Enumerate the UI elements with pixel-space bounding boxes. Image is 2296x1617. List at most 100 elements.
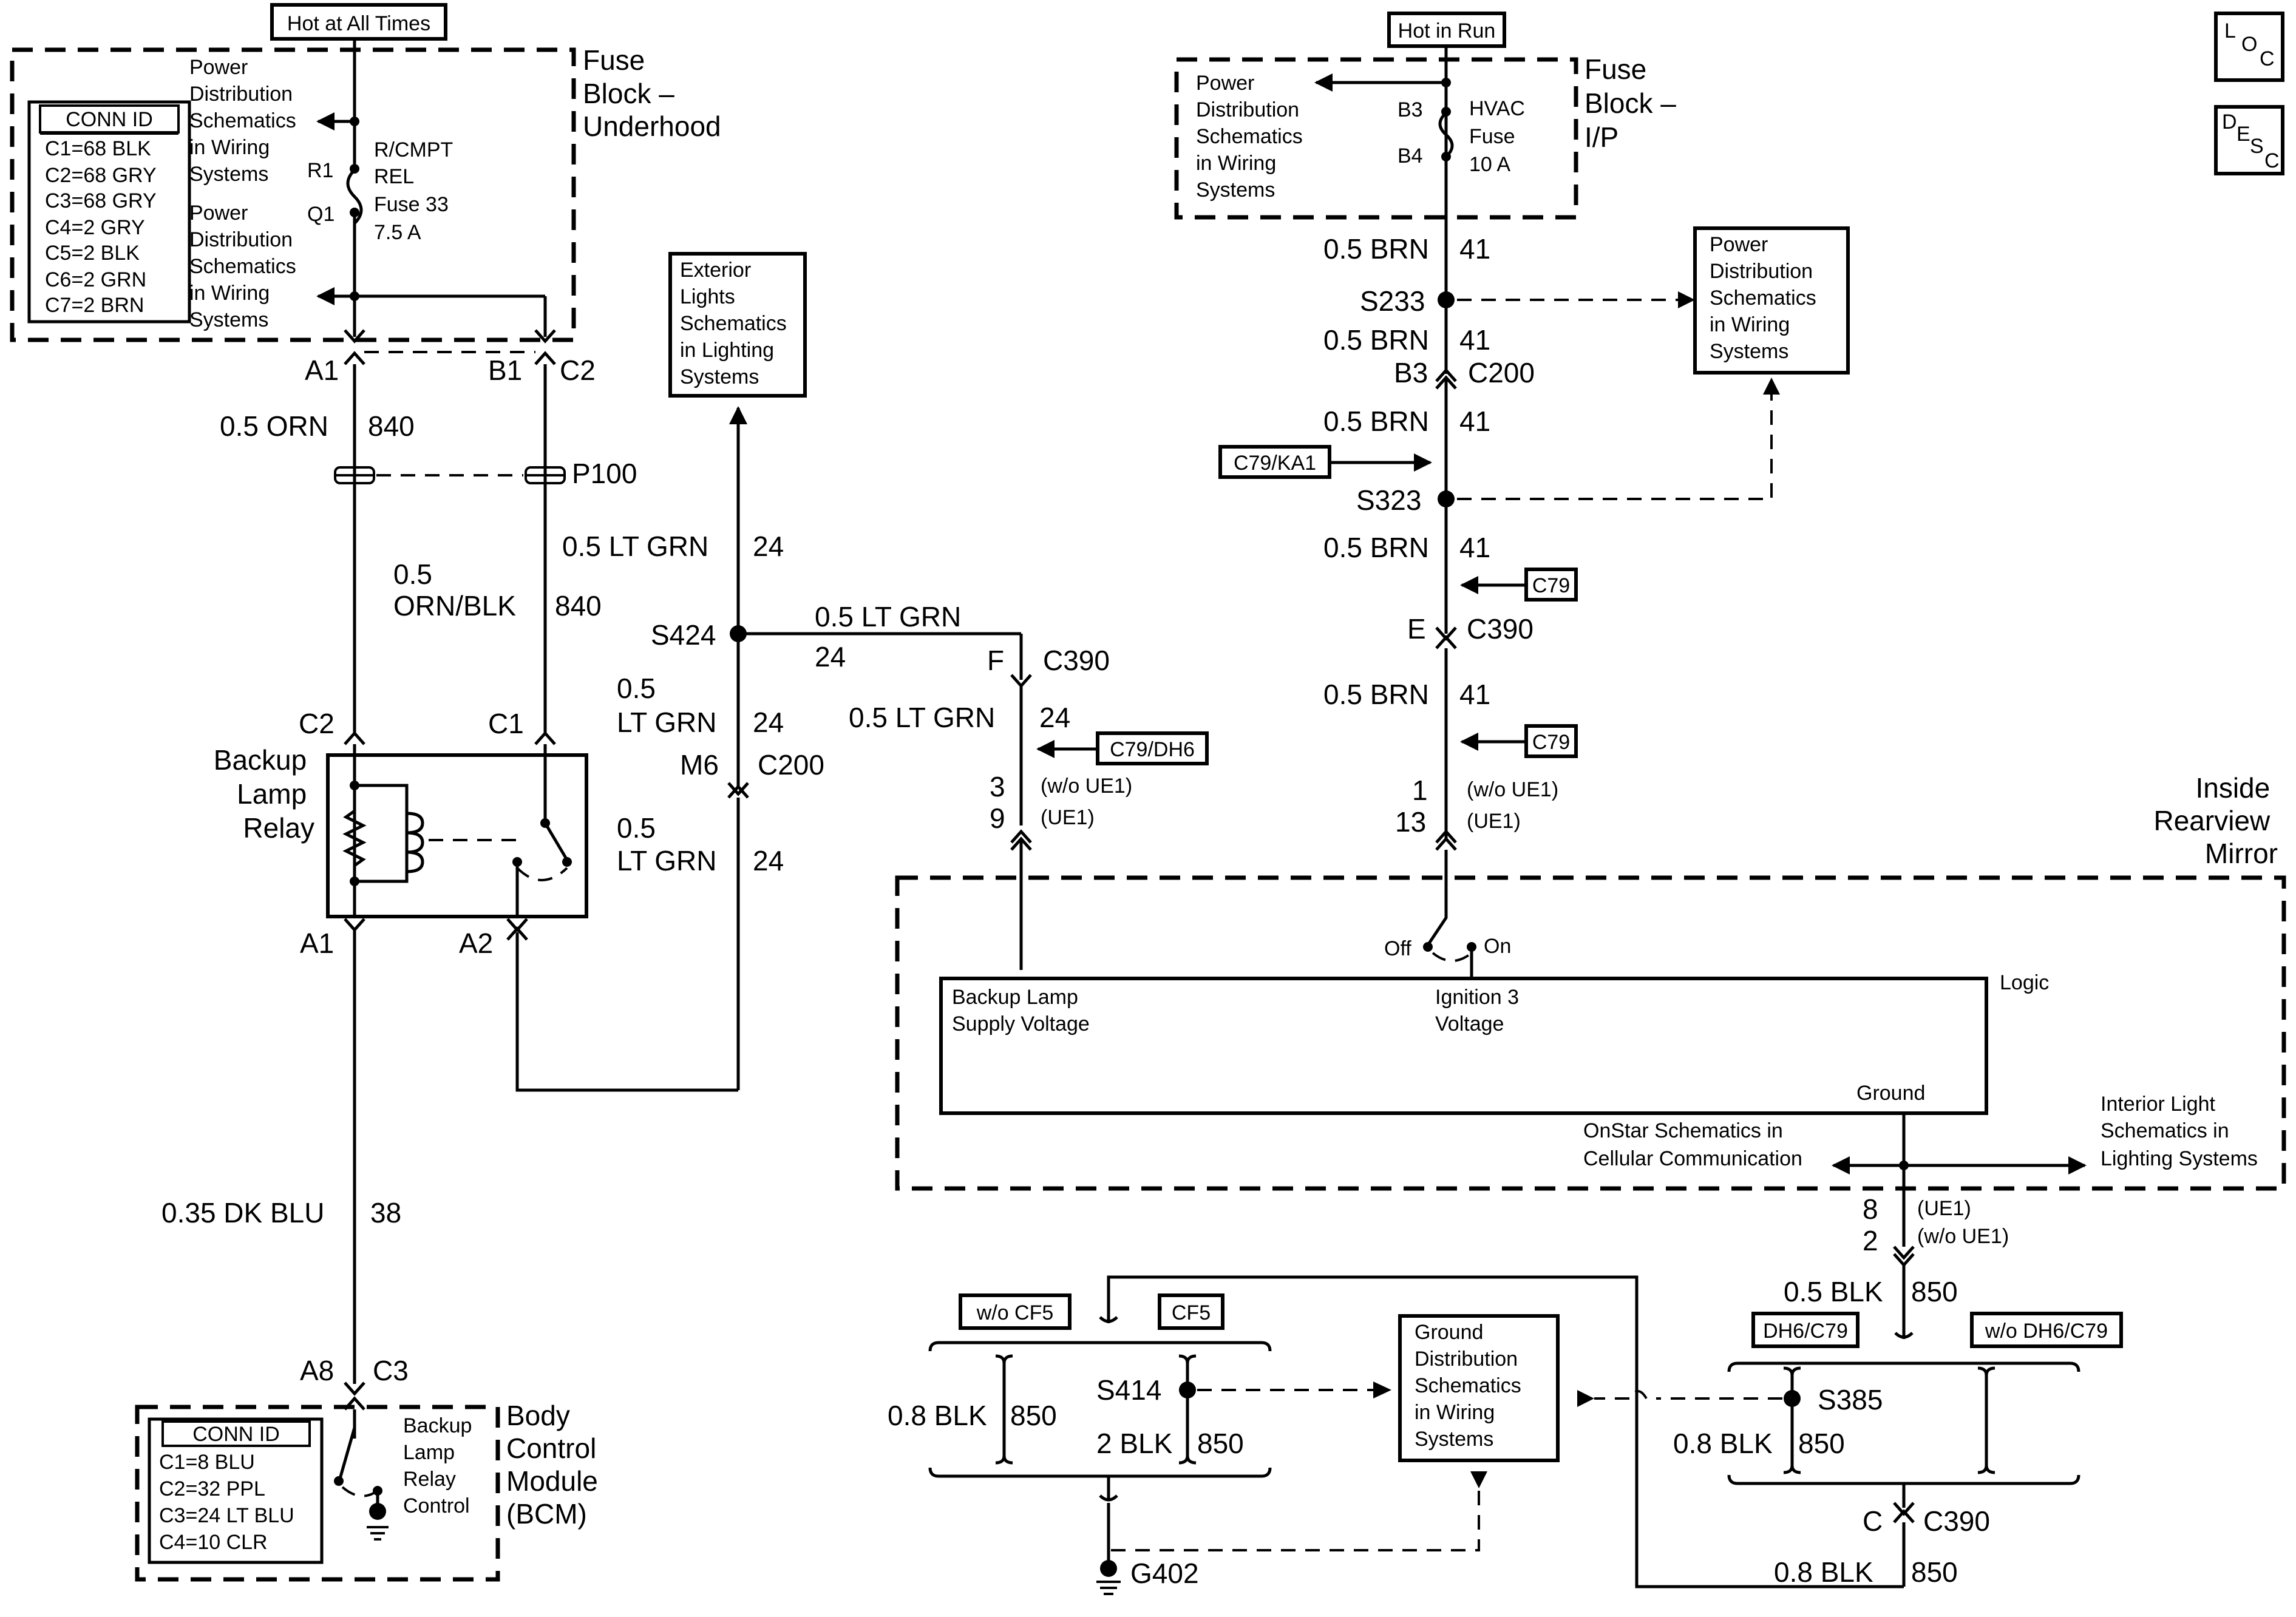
right-option-bracket-top [1727, 1361, 2080, 1372]
fuse-block-title: Fuse Block – Underhood [583, 44, 721, 142]
left-option-stub-2 [1178, 1354, 1197, 1465]
pin9-label: 9 [990, 802, 1005, 834]
bcm-switch-blade [338, 1414, 356, 1479]
bcm-conn-id-table [148, 1417, 324, 1564]
hvac-fuse-symbol [1438, 112, 1454, 158]
mirror-pin2-label: 2 [1863, 1225, 1878, 1256]
bcm-ground-icon [369, 1503, 386, 1520]
conn-id-title: CONN ID [66, 108, 153, 131]
mirror-pin1-receptacle-2 [1435, 836, 1457, 851]
ground-blk-circuit: 850 [1911, 1276, 1958, 1307]
wire-horizontal-circuit: 24 [815, 641, 846, 673]
gds-label: Ground Distribution Schematics in Wiring… [1415, 1321, 1527, 1451]
relay-c1-receptacle [534, 731, 556, 745]
backup-lamp-relay: C2 C1 Backup Lamp Relay A1 A2 [214, 708, 738, 1092]
c390-c-label: C390 [1923, 1505, 1990, 1537]
bcm-conn-id-title: CONN ID [192, 1423, 280, 1446]
s414-arrowhead [1373, 1381, 1391, 1398]
fuse-block-underhood-outline [10, 47, 576, 342]
cf5-box [1158, 1293, 1224, 1330]
pin-b1-label: B1 [488, 354, 522, 386]
cf5-label: CF5 [1172, 1301, 1211, 1324]
lt-grn-circuit: Exterior Lights Schematics in Lighting S… [562, 252, 1209, 1090]
wo-dh6-c79-box [1970, 1312, 2123, 1348]
desc-icon[interactable] [2214, 105, 2284, 175]
bcm-pin-c3: C3 [373, 1355, 409, 1386]
pin-r1-label: R1 [307, 159, 333, 182]
splice-s233 [1438, 291, 1455, 308]
bcm-wire-circuit: 38 [370, 1197, 401, 1229]
relay-pin-a2: A2 [459, 927, 493, 959]
relay-switch-contact [562, 857, 572, 867]
bcm-pin-a8: A8 [300, 1355, 334, 1386]
splice-dot [350, 117, 359, 126]
g402-ground-icon [1100, 1560, 1117, 1577]
mirror-switch-blade [1427, 904, 1448, 944]
right-option-stub-2 [1977, 1366, 1995, 1474]
relay-a1-arrow [344, 918, 365, 932]
c390-f-label: C390 [1043, 645, 1110, 676]
corner-icons: L O C D E S C [2214, 12, 2284, 175]
pds-right-label: Power Distribution Schematics in Wiring … [1710, 233, 1822, 363]
brn-wire-label-3: 0.5 BRN [1323, 405, 1429, 437]
mirror-ign-label: Ignition 3 Voltage [1435, 986, 1524, 1036]
loc-icon[interactable] [2214, 12, 2284, 82]
c79-dh6-label: C79/DH6 [1110, 738, 1195, 761]
interior-light-label: Interior Light Schematics in Lighting Sy… [2101, 1093, 2258, 1170]
c200-label: C200 [758, 749, 824, 781]
brn-wire-label-5: 0.5 BRN [1323, 679, 1429, 710]
relay-switch-blade [543, 822, 570, 863]
right-option-bracket-bottom [1727, 1474, 2080, 1485]
dh6-c79-label: DH6/C79 [1763, 1320, 1848, 1343]
hvac-fuse-label: HVAC Fuse 10 A [1469, 97, 1530, 176]
wire-orn-blk-label: 0.5 ORN/BLK [393, 558, 516, 622]
mirror-title: Inside Rearview Mirror [2153, 772, 2278, 869]
pin3-condition: (w/o UE1) [1041, 775, 1132, 798]
desc-letters: D E S C [2222, 110, 2280, 172]
pin1-label: 1 [1412, 775, 1428, 806]
brn-wire-label-2: 0.5 BRN [1323, 324, 1429, 356]
wire-right-lt-grn: 0.5 LT GRN [849, 702, 995, 733]
c79-ka1-label: C79/KA1 [1234, 452, 1316, 475]
connector-a1-receptacle [344, 351, 365, 365]
c79-ka1-box [1218, 445, 1331, 479]
exterior-lights-label: Exterior Lights Schematics in Lighting S… [680, 259, 792, 388]
brn-wire-circuit-3: 41 [1459, 405, 1490, 437]
mirror-logic-block [939, 977, 1988, 1115]
g402-dashed-link [1109, 1491, 1480, 1551]
mirror-pin8-condition: (UE1) [1917, 1197, 1971, 1220]
ground-blk-label: 0.5 BLK [1784, 1276, 1883, 1307]
s385-link-arrowhead [1577, 1390, 1594, 1407]
c200-m6-arrow [727, 782, 749, 796]
hot-in-run-label: Hot in Run [1398, 19, 1496, 42]
mirror-on-label: On [1484, 935, 1511, 958]
brn-wire-circuit-4: 41 [1459, 532, 1490, 563]
pds-lower-label: Power Distribution Schematics in Wiring … [189, 202, 302, 331]
conn-id-table [27, 100, 191, 324]
pds-upper-label: Power Distribution Schematics in Wiring … [189, 56, 302, 186]
s323-dashed-link [1457, 395, 1773, 500]
wire-low-lt-grn: 0.5 LT GRN [617, 812, 716, 876]
s414-wire-circuit: 850 [1197, 1428, 1244, 1459]
c390-c-arrow [1893, 1502, 1915, 1516]
mirror-pin8-label: 8 [1863, 1193, 1878, 1225]
bottom-blk-circuit: 850 [1911, 1556, 1958, 1588]
pin13-condition: (UE1) [1467, 810, 1521, 833]
pin-a1-label: A1 [305, 354, 339, 386]
wire-mid-lt-grn: 0.5 LT GRN [617, 673, 716, 738]
relay-coil-icon [406, 812, 424, 873]
pin-b3-ip: B3 [1398, 98, 1423, 121]
brn-wire-label-1: 0.5 BRN [1323, 233, 1429, 265]
bcm-conn-id-rows: C1=8 BLU C2=32 PPL C3=24 LT BLU C4=10 CL… [159, 1451, 300, 1554]
left-blk-circuit: 850 [1010, 1400, 1057, 1431]
relay-switch-arc [516, 867, 568, 881]
gds-box [1398, 1314, 1560, 1462]
fuse-33-symbol [346, 169, 363, 225]
left-option-bracket-bottom [928, 1467, 1272, 1478]
bottom-blk-label: 0.8 BLK [1774, 1556, 1873, 1588]
splice-s323 [1438, 490, 1455, 507]
relay-pin-c1: C1 [488, 708, 524, 739]
pin-c2-label: C2 [560, 354, 596, 386]
bcm-title: Body Control Module (BCM) [506, 1400, 606, 1530]
left-blk-label: 0.8 BLK [888, 1400, 987, 1431]
